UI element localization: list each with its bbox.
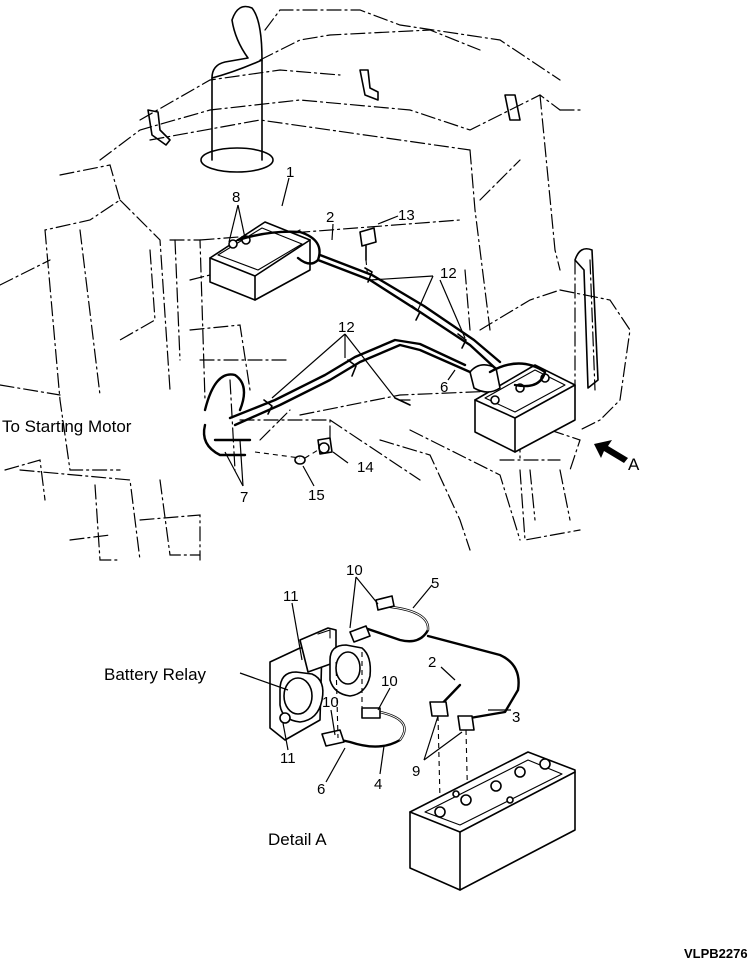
callout-4: 4 xyxy=(374,776,382,793)
to-starting-motor-label: To Starting Motor xyxy=(2,417,132,436)
callout-12-lower: 12 xyxy=(338,319,355,336)
left-battery xyxy=(209,221,321,301)
callout-8: 8 xyxy=(232,189,240,206)
bolt-14-washer-15 xyxy=(254,437,333,465)
callout-13: 13 xyxy=(398,207,415,224)
callout-9: 9 xyxy=(412,763,420,780)
battery-relay xyxy=(279,644,372,724)
callout-1: 1 xyxy=(286,164,294,181)
figure-code: VLPB2276 xyxy=(684,946,748,961)
callout-10-mid: 10 xyxy=(381,673,398,690)
machine-body-outline xyxy=(0,9,631,561)
callout-6-detail: 6 xyxy=(317,781,325,798)
exhaust-stack xyxy=(200,5,274,173)
grab-handles xyxy=(147,69,599,389)
callout-11-top: 11 xyxy=(283,588,299,605)
detail-a-cables xyxy=(321,595,520,816)
detail-a-battery xyxy=(409,751,576,891)
callout-6-upper: 6 xyxy=(440,379,448,396)
callout-5: 5 xyxy=(431,575,439,592)
callout-10-left: 10 xyxy=(322,694,339,711)
battery-relay-label: Battery Relay xyxy=(104,665,207,684)
callout-leaders xyxy=(224,177,511,783)
view-a-label: A xyxy=(628,455,640,474)
callout-10-top: 10 xyxy=(346,562,363,579)
right-battery xyxy=(469,362,576,453)
callout-2: 2 xyxy=(326,209,334,226)
callout-14: 14 xyxy=(357,459,374,476)
callout-15: 15 xyxy=(308,487,325,504)
view-direction-arrow-icon xyxy=(594,440,628,463)
callout-11-bottom: 11 xyxy=(280,750,296,767)
callout-3: 3 xyxy=(512,709,520,726)
callout-7: 7 xyxy=(240,489,248,506)
callout-12-upper: 12 xyxy=(440,265,457,282)
cable-runs xyxy=(202,253,502,457)
callout-2-detail: 2 xyxy=(428,654,436,671)
detail-a-label: Detail A xyxy=(268,830,327,849)
bolt-13 xyxy=(359,227,377,281)
